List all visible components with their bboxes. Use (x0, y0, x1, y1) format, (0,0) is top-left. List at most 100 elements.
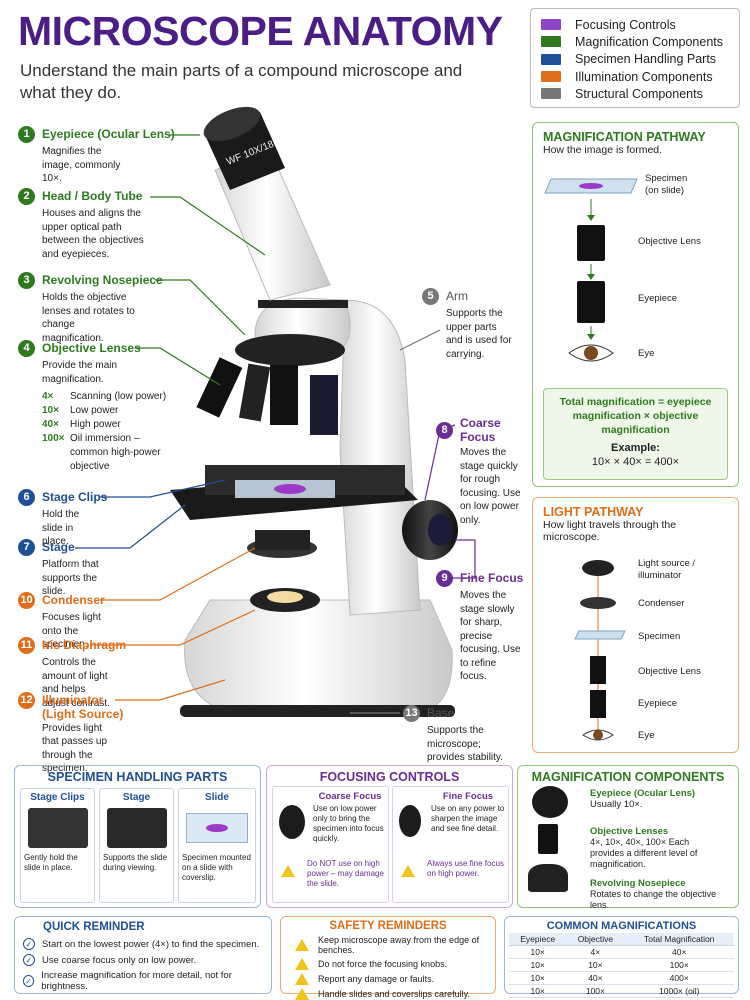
specimen-card: Slide Specimen mounted on a slide with c… (178, 788, 256, 903)
table-row: 10×100×1000× (oil) (509, 984, 734, 998)
warning-icon (401, 865, 415, 877)
panel-subtitle: How the image is formed. (543, 144, 663, 156)
focusing-controls-panel: FOCUSING CONTROLS Coarse Focus Use on lo… (266, 765, 513, 908)
step-eye: Eye (638, 348, 655, 359)
label-title: Objective Lenses (42, 340, 141, 355)
legend-item-specimen: Specimen Handling Parts (541, 51, 729, 68)
mag-component-item: Eyepiece (Ocular Lens) Usually 10×. (590, 788, 696, 810)
label-title: Head / Body Tube (42, 188, 143, 203)
label-head: 2 Head / Body Tube Houses and aligns the … (18, 188, 158, 261)
stage-clips-image (27, 808, 88, 848)
legend-item-illumination: Illumination Components (541, 68, 729, 85)
panel-title: SAFETY REMINDERS (329, 920, 447, 932)
warning-icon (295, 988, 309, 1000)
legend-label: Focusing Controls (575, 17, 676, 32)
label-number: 7 (18, 539, 35, 556)
table-row: 10×10×100× (509, 958, 734, 972)
label-desc: Provide the main magnification. (42, 360, 118, 385)
label-condenser: 10 Condenser Focuses light onto the speci… (18, 592, 128, 652)
light-source-icon (582, 560, 614, 576)
warning-icon (295, 973, 309, 985)
base-foot (180, 705, 455, 717)
label-number: 5 (422, 288, 439, 305)
label-desc: Platform that supports the slide. (42, 559, 99, 597)
objective-40x (310, 375, 338, 435)
panel-title: SPECIMEN HANDLING PARTS (47, 770, 228, 784)
label-desc: Moves the stage quickly for rough focusi… (460, 447, 521, 526)
legend-label: Illumination Components (575, 69, 713, 84)
stage-image (106, 808, 167, 848)
coarse-knob-icon (279, 805, 305, 839)
objective-row: 4×Scanning (low power) (42, 391, 167, 402)
panel-title: MAGNIFICATION PATHWAY (543, 130, 706, 144)
label-title: Stage Clips (42, 489, 108, 504)
legend-label: Structural Components (575, 86, 703, 101)
example-value: 10× × 40× = 400× (591, 456, 680, 468)
arrow-head (587, 215, 595, 221)
label-number: 9 (436, 570, 453, 587)
arm-shape (339, 299, 421, 616)
check-icon: ✓ (23, 954, 35, 966)
panel-title: COMMON MAGNIFICATIONS (546, 920, 697, 932)
page-title: MICROSCOPE ANATOMY (18, 8, 503, 54)
label-number: 10 (18, 592, 35, 609)
light-step: Eye (638, 730, 655, 741)
label-number: 12 (18, 692, 35, 709)
specimen-handling-panel: SPECIMEN HANDLING PARTS Stage Clips Gent… (14, 765, 261, 908)
specimen-stain (274, 484, 306, 494)
nosepiece-shape (235, 334, 345, 366)
quick-reminder-panel: QUICK REMINDER ✓Start on the lowest powe… (14, 916, 272, 994)
label-number: 2 (18, 188, 35, 205)
magnification-pathway-panel: MAGNIFICATION PATHWAY How the image is f… (532, 122, 739, 487)
legend-swatch (541, 36, 561, 48)
head-band (258, 300, 348, 308)
specimen-card: Stage Supports the slide during viewing. (99, 788, 174, 903)
nosepiece-icon (528, 864, 568, 892)
label-title: Revolving Nosepiece (42, 272, 163, 287)
light-step: Eyepiece (638, 698, 678, 709)
label-title: Coarse Focus (460, 416, 501, 444)
fine-focus-card: Fine Focus Use on any power to sharpen t… (392, 786, 509, 903)
label-title: Iris Diaphragm (42, 637, 127, 652)
objective-4x (196, 357, 243, 418)
objective-100x (238, 363, 271, 422)
label-desc: Controls the amount of light and helps a… (42, 657, 110, 709)
specimen-card: Stage Clips Gently hold the slide in pla… (20, 788, 95, 903)
objective-10x (270, 365, 298, 425)
example-label: Example: (611, 442, 660, 454)
microscope-illustration: WF 10X/18 (75, 106, 476, 717)
objective-row: 100×Oil immersion – common high-power ob… (42, 433, 161, 472)
label-title: Fine Focus (460, 570, 524, 585)
eye-iris (593, 730, 603, 740)
fine-knob-shape (428, 514, 452, 546)
legend-swatch (541, 53, 561, 65)
step-eyepiece: Eyepiece (638, 293, 678, 304)
light-steps-graphic (574, 560, 626, 741)
table-row: 10×4×40× (509, 945, 734, 959)
label-number: 8 (436, 422, 453, 439)
panel-title: MAGNIFICATION COMPONENTS (531, 770, 725, 784)
warning-icon (295, 958, 309, 970)
warning-icon (281, 865, 295, 877)
light-step: Objective Lens (638, 666, 701, 677)
label-desc: Moves the stage slowly for sharp, precis… (460, 590, 521, 682)
legend-item-structural: Structural Components (541, 85, 729, 102)
legend-item-magnification: Magnification Components (541, 33, 729, 50)
label-desc: Houses and aligns the upper optical path… (42, 208, 144, 260)
eyepiece-icon (577, 281, 605, 323)
eye-iris (584, 346, 598, 360)
label-desc: Holds the objective lenses and rotates t… (42, 292, 135, 344)
label-desc: Focuses light onto the specimen. (42, 612, 101, 650)
label-desc: Provides light that passes up through th… (42, 722, 108, 775)
check-icon: ✓ (23, 938, 35, 950)
label-title: Condenser (42, 592, 105, 607)
label-number: 1 (18, 126, 35, 143)
panel-title: FOCUSING CONTROLS (319, 770, 460, 784)
